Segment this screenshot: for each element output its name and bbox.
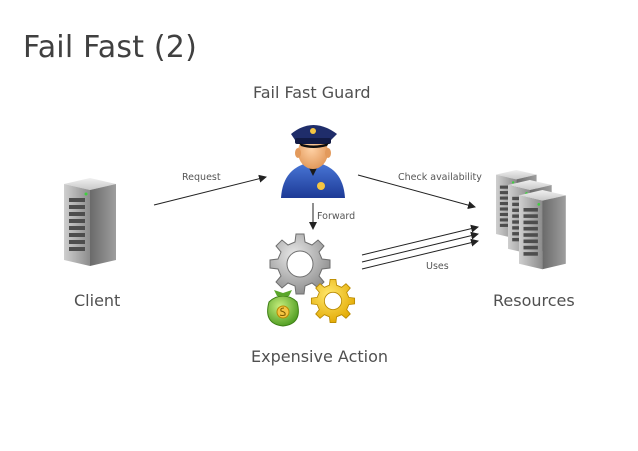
uses-arrow-1 — [361, 224, 479, 256]
expensive-action-label: Expensive Action — [251, 347, 389, 366]
server-icon — [64, 178, 116, 266]
guard-label: Fail Fast Guard — [253, 83, 371, 102]
uses-arrow-3 — [361, 238, 479, 270]
request-edge-label: Request — [182, 172, 221, 183]
forward-edge-label: Forward — [317, 211, 356, 222]
request-arrow — [153, 174, 267, 206]
slide-title: Fail Fast (2) — [23, 30, 198, 65]
client-label: Client — [74, 291, 121, 310]
police-officer-icon — [281, 125, 345, 198]
uses-edge-label: Uses — [426, 261, 449, 272]
check-availability-edge-label: Check availability — [398, 172, 482, 183]
server-cluster-icon — [496, 170, 566, 270]
check-availability-arrow — [357, 174, 476, 210]
resources-label: Resources — [493, 291, 575, 310]
gears-money-icon — [267, 233, 356, 327]
uses-arrow-2 — [361, 231, 479, 263]
